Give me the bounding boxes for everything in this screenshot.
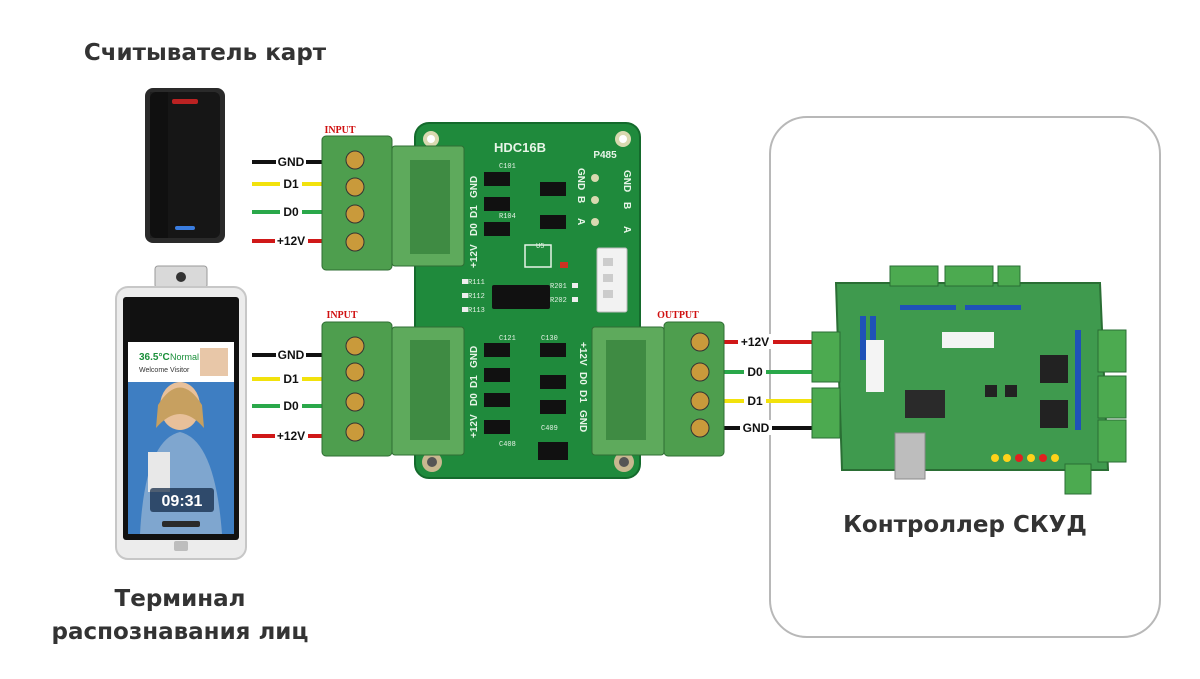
board-rs485-label: P485: [593, 150, 617, 161]
top-input-pin-12v: +12V: [469, 244, 480, 268]
top-input-label: INPUT: [324, 125, 355, 136]
svg-text:U5: U5: [536, 243, 544, 251]
controller-label-d1: D1: [747, 394, 763, 408]
reader-label-d1: D1: [283, 177, 299, 191]
terminal-caption-line1: Терминал: [114, 586, 246, 612]
top-input-pin-d0: D0: [469, 223, 480, 236]
controller-frame: [769, 116, 1161, 638]
terminal-label-d1: D1: [283, 372, 299, 386]
svg-text:C121: C121: [499, 335, 516, 343]
output-pin-12v: +12V: [577, 342, 588, 366]
terminal-label-12v: +12V: [277, 429, 305, 443]
output-pin-gnd: GND: [577, 410, 588, 432]
reader-label-d0: D0: [283, 205, 299, 219]
svg-text:R202: R202: [550, 297, 567, 305]
terminal-status: Normal: [170, 352, 199, 362]
card-reader-caption: Считыватель карт: [83, 40, 327, 66]
svg-text:C130: C130: [541, 335, 558, 343]
bottom-input-pin-gnd: GND: [469, 346, 480, 368]
controller-caption: Контроллер СКУД: [843, 512, 1087, 538]
rs485-pin-b-2: B: [621, 202, 632, 209]
svg-text:C101: C101: [499, 163, 516, 171]
reader-label-gnd: GND: [278, 155, 305, 169]
output-terminal-block: [591, 321, 725, 457]
bottom-input-terminal-block: [321, 321, 465, 457]
svg-text:C409: C409: [541, 425, 558, 433]
output-pin-d1: D1: [577, 390, 588, 403]
rs485-pin-b-1: B: [575, 196, 586, 203]
bottom-input-pin-d1: D1: [469, 375, 480, 388]
terminal-label-d0: D0: [283, 399, 299, 413]
rs485-pin-gnd-2: GND: [621, 170, 632, 192]
rs485-pin-a-2: A: [621, 226, 632, 233]
svg-text:R111: R111: [468, 279, 485, 287]
terminal-clock: 09:31: [162, 493, 203, 510]
controller-label-d0: D0: [747, 365, 763, 379]
top-input-pin-gnd: GND: [469, 176, 480, 198]
bottom-input-label: INPUT: [326, 310, 357, 321]
reader-label-12v: +12V: [277, 234, 305, 248]
terminal-label-gnd: GND: [278, 348, 305, 362]
output-pin-d0: D0: [577, 372, 588, 385]
terminal-caption-line2: распознавания лиц: [51, 619, 309, 645]
top-input-pin-d1: D1: [469, 205, 480, 218]
rs485-pin-a-1: A: [575, 218, 586, 225]
terminal-temperature: 36.5°C: [139, 352, 170, 363]
bottom-input-pin-12v: +12V: [469, 414, 480, 438]
card-reader: [145, 88, 225, 243]
controller-label-12v: +12V: [741, 335, 769, 349]
svg-text:R112: R112: [468, 293, 485, 301]
face-terminal: [115, 265, 247, 560]
terminal-name: Welcome Visitor: [139, 367, 190, 374]
svg-text:R104: R104: [499, 213, 516, 221]
wire-label-bgs: [275, 154, 773, 443]
access-controller-board: [811, 265, 1127, 495]
output-label: OUTPUT: [657, 310, 699, 321]
svg-text:R113: R113: [468, 307, 485, 315]
svg-text:C408: C408: [499, 441, 516, 449]
controller-label-gnd: GND: [743, 421, 770, 435]
bottom-input-pin-d0: D0: [469, 393, 480, 406]
top-input-terminal-block: [321, 135, 465, 271]
rs485-pin-gnd-1: GND: [575, 168, 586, 190]
board-model: HDC16B: [494, 140, 546, 155]
converter-board: C101 R104 U5 R111 R112 R113 R201 R202 C1…: [414, 122, 641, 479]
svg-text:R201: R201: [550, 283, 567, 291]
